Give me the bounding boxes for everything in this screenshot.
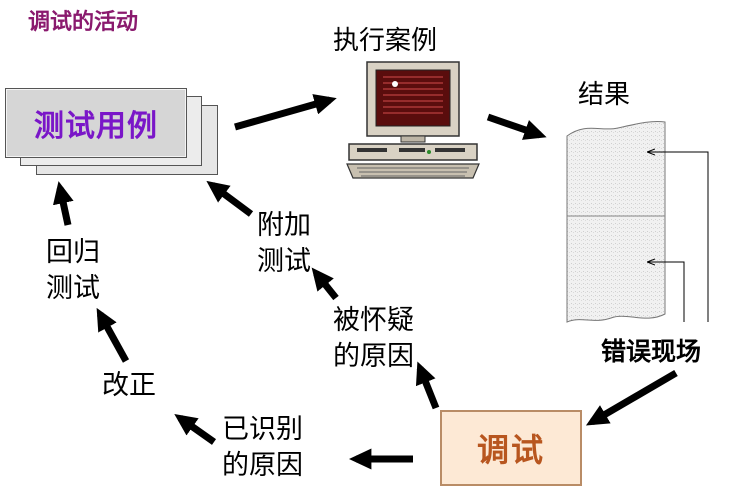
suspected-cause-line-2: 的原因 bbox=[333, 341, 414, 372]
identified-cause-line-2: 的原因 bbox=[222, 450, 303, 481]
correct-label: 改正 bbox=[102, 370, 156, 401]
pointer-to-result-top bbox=[648, 152, 709, 322]
pointer-to-result-bottom bbox=[648, 262, 685, 322]
additional-test-line-1: 附加 bbox=[257, 210, 311, 241]
additional-test-label: 附加 测试 bbox=[257, 208, 311, 280]
test-cases-label: 测试用例 bbox=[34, 109, 158, 144]
card-front bbox=[5, 88, 187, 158]
diagram-title: 调试的活动 bbox=[28, 10, 139, 35]
suspected-cause-label: 被怀疑 的原因 bbox=[333, 303, 414, 375]
debug-box: 调试 bbox=[440, 410, 582, 486]
arrow-additional-to-testcases bbox=[206, 180, 254, 217]
suspected-cause-line-1: 被怀疑 bbox=[333, 305, 414, 336]
arrow-regression-to-testcases bbox=[52, 181, 74, 226]
arrow-identified-to-correct bbox=[174, 413, 217, 445]
execute-label: 执行案例 bbox=[333, 26, 438, 56]
regression-test-line-1: 回归 bbox=[46, 237, 100, 268]
debug-label: 调试 bbox=[476, 431, 545, 469]
additional-test-line-2: 测试 bbox=[257, 246, 311, 277]
arrow-correct-to-regression bbox=[96, 307, 130, 363]
regression-test-line-2: 测试 bbox=[46, 273, 100, 304]
arrow-suspected-to-additional bbox=[311, 267, 339, 301]
identified-cause-line-1: 已识别 bbox=[222, 414, 303, 445]
arrow-debug-to-suspected bbox=[415, 361, 440, 410]
results-document-icon bbox=[566, 121, 666, 323]
error-scene-label: 错误现场 bbox=[601, 337, 702, 366]
regression-test-label: 回归 测试 bbox=[46, 235, 100, 307]
computer-icon bbox=[346, 61, 480, 179]
arrow-testcases-to-execute bbox=[234, 94, 337, 131]
arrow-error-to-debug bbox=[585, 369, 678, 426]
identified-cause-label: 已识别 的原因 bbox=[222, 412, 303, 484]
results-label: 结果 bbox=[578, 80, 631, 110]
arrow-execute-to-results bbox=[486, 113, 547, 140]
